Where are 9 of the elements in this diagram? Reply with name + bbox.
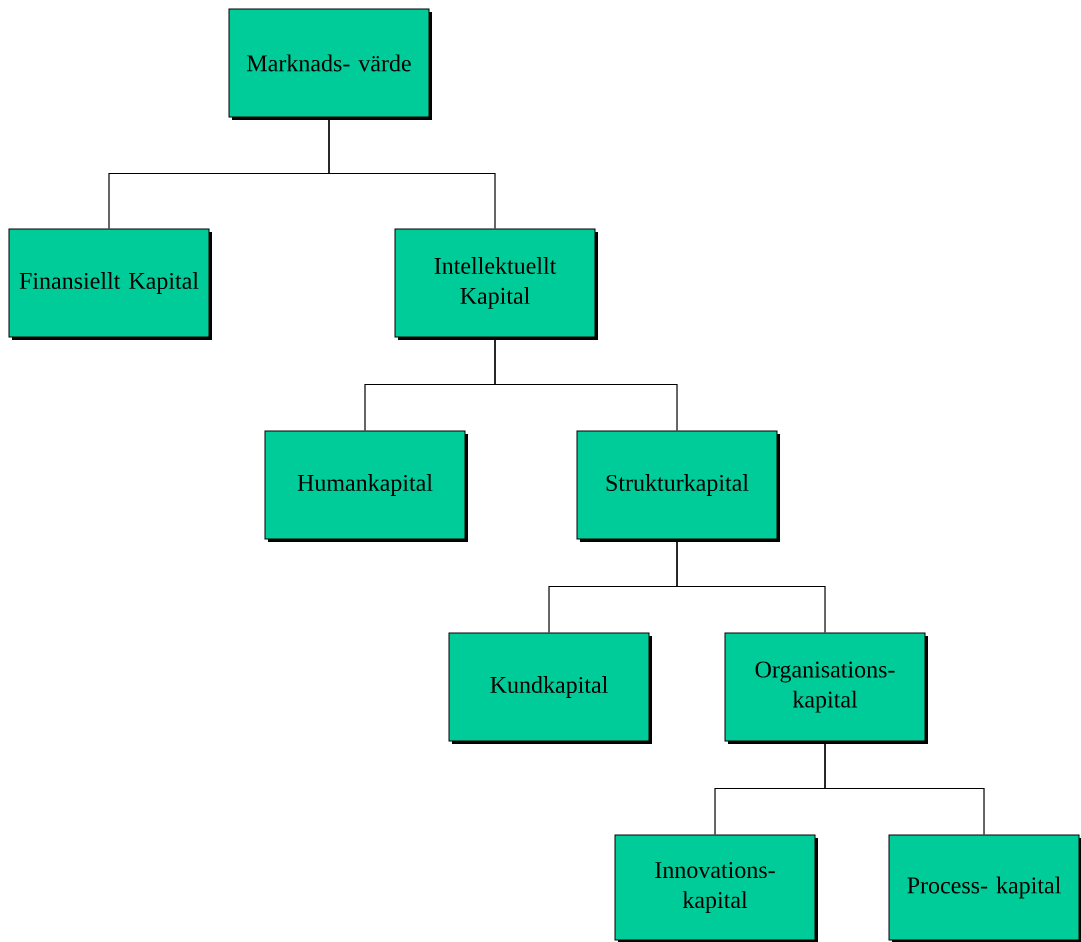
box: Strukturkapital (576, 430, 780, 542)
box: Intellektuellt Kapital (394, 228, 598, 340)
box: Organisations- kapital (724, 632, 928, 744)
box: Kundkapital (448, 632, 652, 744)
box: Process- kapital (888, 834, 1081, 942)
box: Marknads- värde (228, 8, 432, 120)
box: Finansiellt Kapital (8, 228, 212, 340)
box: Innovations- kapital (614, 834, 818, 942)
box: Humankapital (264, 430, 468, 542)
